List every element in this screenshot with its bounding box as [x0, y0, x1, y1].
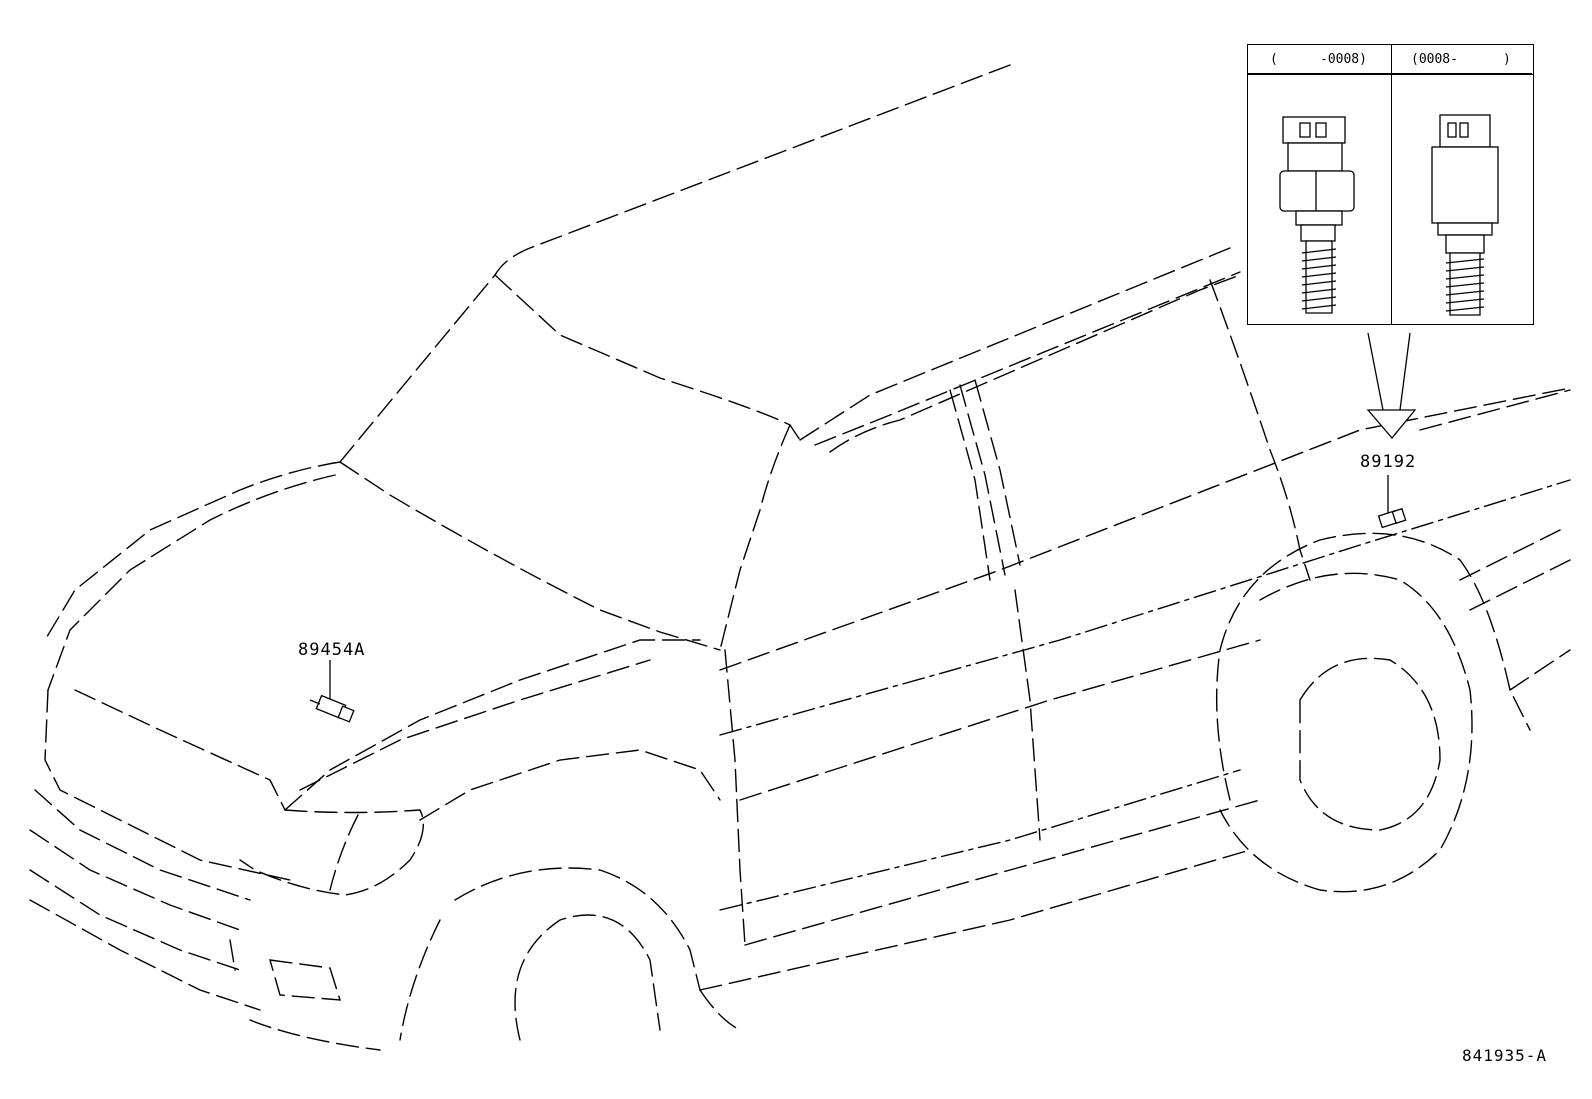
inset-divider	[1391, 45, 1392, 324]
inset-late-open: (0008-	[1411, 52, 1458, 67]
sensor-89192-icon	[1377, 475, 1407, 529]
inset-column-header-late: (0008- )	[1391, 45, 1532, 74]
variant-inset: ( -0008) (0008- )	[1247, 44, 1534, 325]
pressure-switch-late-icon	[1431, 114, 1499, 316]
arrow-down-icon	[1366, 332, 1417, 440]
inset-late-range: )	[1503, 52, 1511, 67]
part-number-89454a[interactable]: 89454A	[298, 640, 366, 660]
inset-column-header-early: ( -0008)	[1248, 45, 1391, 74]
pressure-switch-early-icon	[1279, 116, 1355, 314]
sensor-89454a-icon	[309, 660, 355, 723]
inset-early-range: -0008)	[1320, 52, 1367, 67]
part-number-89192[interactable]: 89192	[1360, 452, 1417, 472]
inset-early-open: (	[1270, 52, 1278, 67]
figure-code: 841935-A	[1462, 1046, 1548, 1065]
